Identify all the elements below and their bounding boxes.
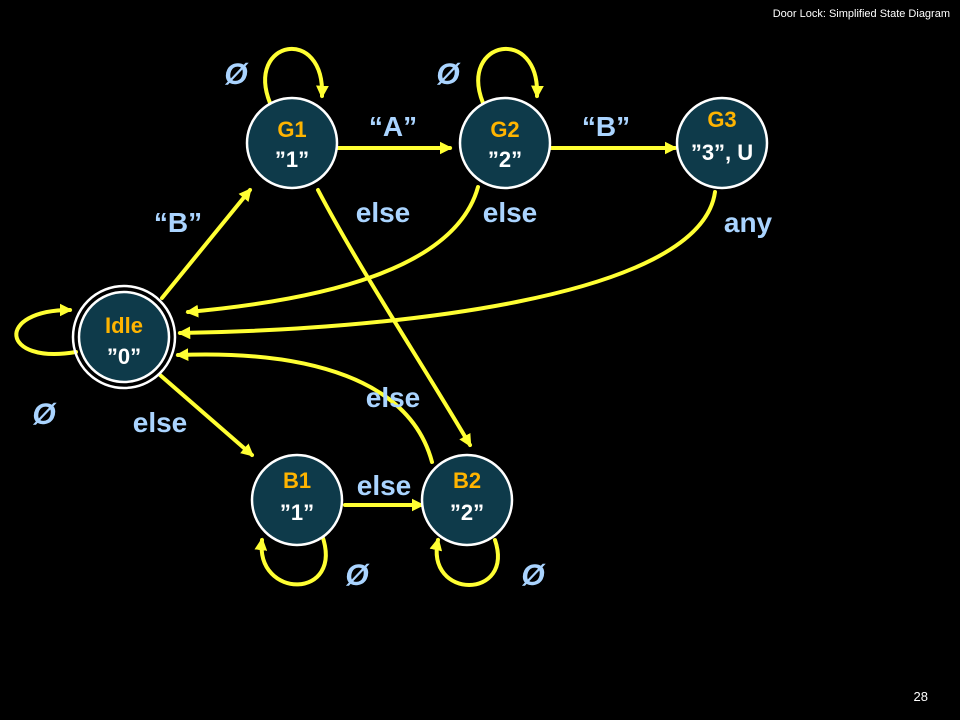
self-loop-g2 <box>476 46 544 105</box>
state-b1-output: ”1” <box>280 500 314 525</box>
state-g1-name: G1 <box>277 117 306 142</box>
edge-idle-to-b1 <box>158 373 254 457</box>
slide-number: 28 <box>913 689 928 704</box>
state-g2-output: ”2” <box>488 147 522 172</box>
self-loop-b2 <box>429 537 500 587</box>
state-g3-output: ”3”, U <box>691 140 753 165</box>
self-loop-idle <box>14 303 78 356</box>
edge-g2-to-idle <box>185 185 480 318</box>
label-g2-idle: else <box>483 197 538 228</box>
label-null-b1: Ø <box>345 559 370 592</box>
state-idle: Idle ”0” <box>71 284 177 390</box>
edge-idle-to-g1 <box>160 188 252 300</box>
state-g2-name: G2 <box>490 117 519 142</box>
label-null-idle: Ø <box>32 398 57 431</box>
label-b1-b2: else <box>357 470 412 501</box>
state-g1: G1 ”1” <box>245 96 339 190</box>
state-idle-output: ”0” <box>107 344 141 369</box>
state-b1: B1 ”1” <box>250 453 344 547</box>
label-g1-b2: else <box>356 197 411 228</box>
label-null-b2: Ø <box>521 559 546 592</box>
state-b2: B2 ”2” <box>420 453 514 547</box>
state-b1-name: B1 <box>283 468 311 493</box>
self-loop-g1 <box>263 46 329 105</box>
edge-g3-to-idle <box>177 190 717 340</box>
label-idle-g1: “B” <box>154 207 202 238</box>
edge-b2-to-idle <box>175 348 434 464</box>
state-g3-name: G3 <box>707 107 736 132</box>
state-g1-output: ”1” <box>275 147 309 172</box>
label-null-g1: Ø <box>224 58 249 91</box>
label-g1-g2: “A” <box>369 111 417 142</box>
self-loop-b1 <box>254 533 328 587</box>
state-g2: G2 ”2” <box>458 96 552 190</box>
label-null-g2: Ø <box>436 58 461 91</box>
label-g2-g3: “B” <box>582 111 630 142</box>
state-b2-output: ”2” <box>450 500 484 525</box>
slide-title: Door Lock: Simplified State Diagram <box>772 8 950 20</box>
label-g3-idle: any <box>724 207 773 238</box>
state-g3: G3 ”3”, U <box>675 96 769 190</box>
state-idle-name: Idle <box>105 313 143 338</box>
label-b2-idle: else <box>366 382 421 413</box>
edge-g1-to-b2 <box>316 188 472 448</box>
label-idle-b1: else <box>133 407 188 438</box>
state-b2-name: B2 <box>453 468 481 493</box>
